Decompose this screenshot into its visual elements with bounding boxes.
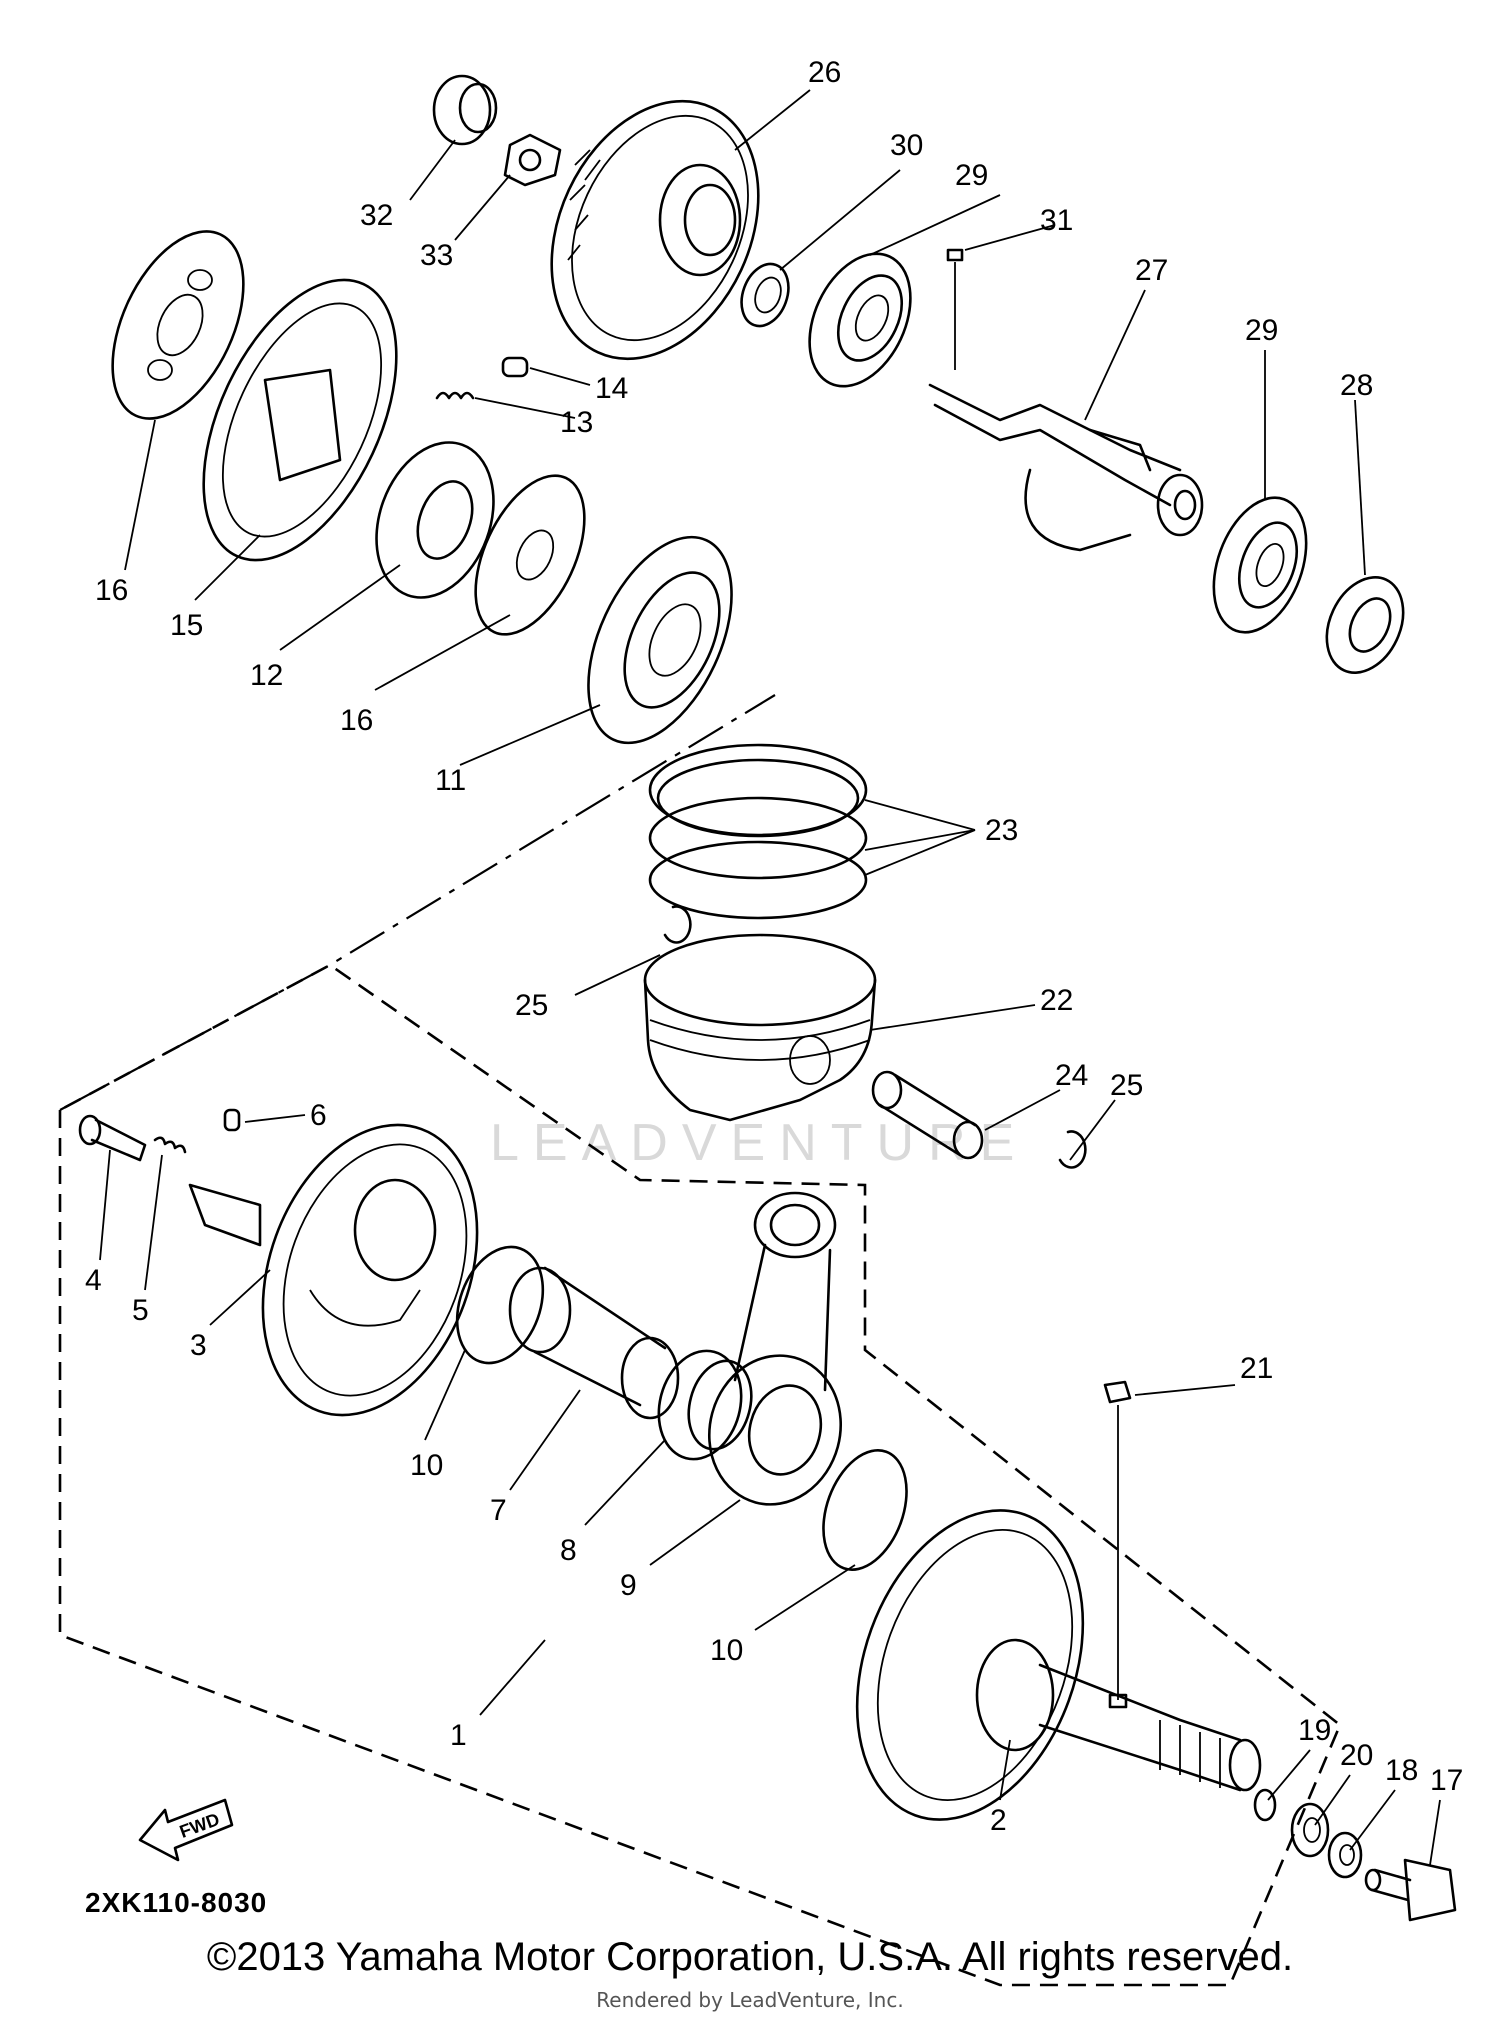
part-8-needle-bearing [657,1349,753,1461]
label-21: 21 [1240,1352,1273,1385]
label-18: 18 [1385,1754,1418,1787]
part-24-piston-pin [871,1070,984,1160]
part-26-balancer-gear [550,99,760,361]
part-31-key [946,248,964,370]
label-19: 19 [1298,1714,1331,1747]
label-7: 7 [490,1494,507,1527]
part-25-circlip-left [663,905,692,944]
part-16-plate-middle [474,474,586,636]
label-30: 30 [890,129,923,162]
label-33: 33 [420,239,453,272]
label-28: 28 [1340,369,1373,402]
part-11-bearing [587,535,733,745]
label-11: 11 [435,764,466,797]
label-25a: 25 [515,989,548,1022]
label-31: 31 [1040,204,1073,237]
part-22-piston [643,933,877,1122]
part-32-collar [432,74,498,146]
label-27: 27 [1135,254,1168,287]
label-26: 26 [808,56,841,89]
part-10-washer-left [455,1245,545,1365]
label-5: 5 [132,1294,149,1327]
label-14: 14 [595,372,628,405]
label-22: 22 [1040,984,1073,1017]
label-24: 24 [1055,1059,1088,1092]
part-27-balancer-shaft [928,383,1204,552]
rendered-by-notice: Rendered by LeadVenture, Inc. [596,1988,904,2012]
fwd-arrow-icon: FWD [138,1798,234,1862]
part-28-oil-seal [1325,576,1405,674]
part-29-bearing-lower [1212,496,1308,634]
bearing-reference-line [59,694,776,1111]
label-25b: 25 [1110,1069,1143,1102]
part-19-o-ring [1253,1788,1277,1822]
label-8: 8 [560,1534,577,1567]
part-6-key [223,1108,241,1132]
label-17: 17 [1430,1764,1463,1797]
label-29b: 29 [1245,314,1278,347]
label-32: 32 [360,199,393,232]
label-1: 1 [450,1719,467,1752]
copyright-notice: ©2013 Yamaha Motor Corporation, U.S.A. A… [206,1935,1294,1979]
part-17-bolt [1364,1858,1457,1922]
part-10-washer-right [822,1449,908,1571]
label-9: 9 [620,1569,637,1602]
label-20: 20 [1340,1739,1373,1772]
label-10b: 10 [710,1634,743,1667]
label-13: 13 [560,406,593,439]
part-30-oil-seal [740,262,790,328]
part-14-roller [501,356,529,378]
watermark-text: LEADVENTURE [490,1114,1028,1172]
label-3: 3 [190,1329,207,1362]
part-13-spring [435,391,475,400]
part-3-left-crank [188,1123,479,1417]
label-29a: 29 [955,159,988,192]
part-20-washer [1290,1802,1330,1858]
part-29-bearing-upper [808,252,912,388]
label-23: 23 [985,814,1018,847]
label-15: 15 [170,609,203,642]
part-15-starter-gear [202,278,398,562]
part-21-key [1103,1380,1132,1709]
part-18-lock-washer [1327,1831,1363,1879]
label-16a: 16 [95,574,128,607]
label-12: 12 [250,659,283,692]
part-33-lock-washer [503,133,562,187]
part-25-circlip-right [1058,1130,1087,1169]
part-12-one-way-clutch [375,441,495,599]
part-7-crank-pin [508,1266,680,1420]
part-16-plate-left [111,230,245,420]
leader-lines [99,89,1441,1866]
label-10a: 10 [410,1449,443,1482]
part-5-spring [153,1136,187,1154]
part-4-plunger [78,1114,147,1162]
diagram-code: 2XK110-8030 [85,1887,267,1918]
crankshaft-assembly-outline [58,963,1342,1987]
part-9-connecting-rod [707,1191,843,1506]
part-2-right-crank [855,1509,1262,1821]
label-16b: 16 [340,704,373,737]
label-6: 6 [310,1099,327,1132]
label-4: 4 [85,1264,102,1297]
part-labels: 32 33 26 30 29 31 27 29 28 14 13 16 15 1… [85,56,1463,1837]
label-2: 2 [990,1804,1007,1837]
part-23-piston-rings [648,743,868,920]
